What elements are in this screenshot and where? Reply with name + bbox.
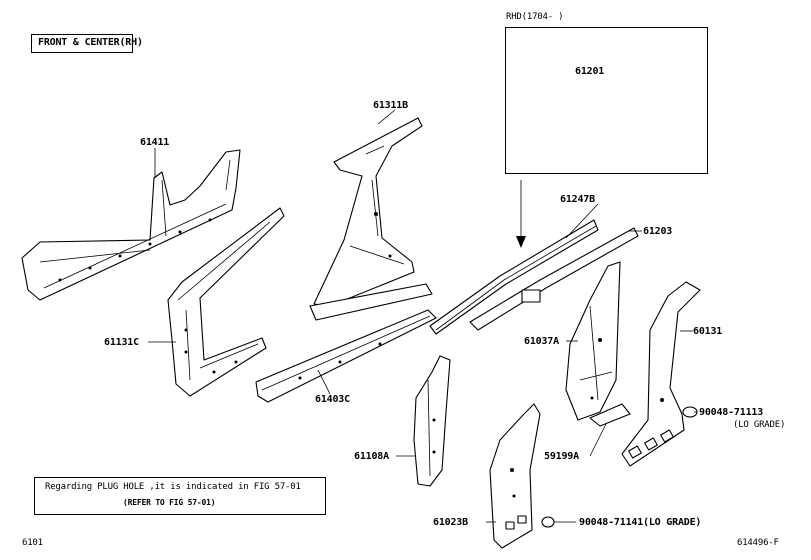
part-61203[interactable]: 61203	[643, 226, 673, 237]
inset-box	[505, 27, 708, 174]
part-61037a[interactable]: 61037A	[524, 336, 559, 347]
part-61131c-shape[interactable]	[167, 207, 285, 397]
plug-hole-note-box: Regarding PLUG HOLE ,it is indicated in …	[34, 477, 326, 515]
part-61201[interactable]: 61201	[575, 66, 605, 77]
part-61247b[interactable]: 61247B	[560, 194, 595, 205]
part-90048-71113-note: (LO GRADE)	[733, 420, 786, 430]
figure-number: 6101	[22, 538, 43, 548]
part-90048-71141[interactable]: 90048-71141(LO GRADE)	[579, 517, 702, 528]
plug-hole-note: Regarding PLUG HOLE ,it is indicated in …	[45, 482, 301, 492]
part-59199a[interactable]: 59199A	[544, 451, 579, 462]
part-59199a-shape[interactable]	[589, 403, 631, 427]
drawing-id: 614496-F	[737, 538, 779, 548]
part-61023b-shape[interactable]	[489, 403, 541, 549]
part-60131-shape[interactable]	[621, 281, 701, 467]
part-60131[interactable]: 60131	[693, 326, 723, 337]
plug-90048-71141-shape[interactable]	[541, 516, 555, 528]
part-61247b-shape[interactable]	[429, 219, 599, 335]
part-61037a-shape[interactable]	[565, 261, 621, 421]
part-61311b[interactable]: 61311B	[373, 100, 408, 111]
part-61023b[interactable]: 61023B	[433, 517, 468, 528]
part-61203-shape[interactable]	[469, 227, 639, 331]
part-61411-shape[interactable]	[21, 149, 241, 301]
part-90048-71113[interactable]: 90048-71113	[699, 407, 764, 418]
scope-label: FRONT & CENTER(RH)	[38, 37, 143, 48]
part-61311b-shape[interactable]	[313, 117, 423, 307]
plug-hole-reference: (REFER TO FIG 57-01)	[123, 498, 216, 507]
part-61403c-shape[interactable]	[255, 283, 437, 403]
part-61108a[interactable]: 61108A	[354, 451, 389, 462]
part-61411[interactable]: 61411	[140, 137, 170, 148]
scope-label-box: FRONT & CENTER(RH)	[31, 34, 143, 53]
part-61403c[interactable]: 61403C	[315, 394, 350, 405]
inset-condition-label: RHD(1704- )	[506, 12, 564, 22]
part-61131c[interactable]: 61131C	[104, 337, 139, 348]
part-61108a-shape[interactable]	[413, 355, 451, 487]
